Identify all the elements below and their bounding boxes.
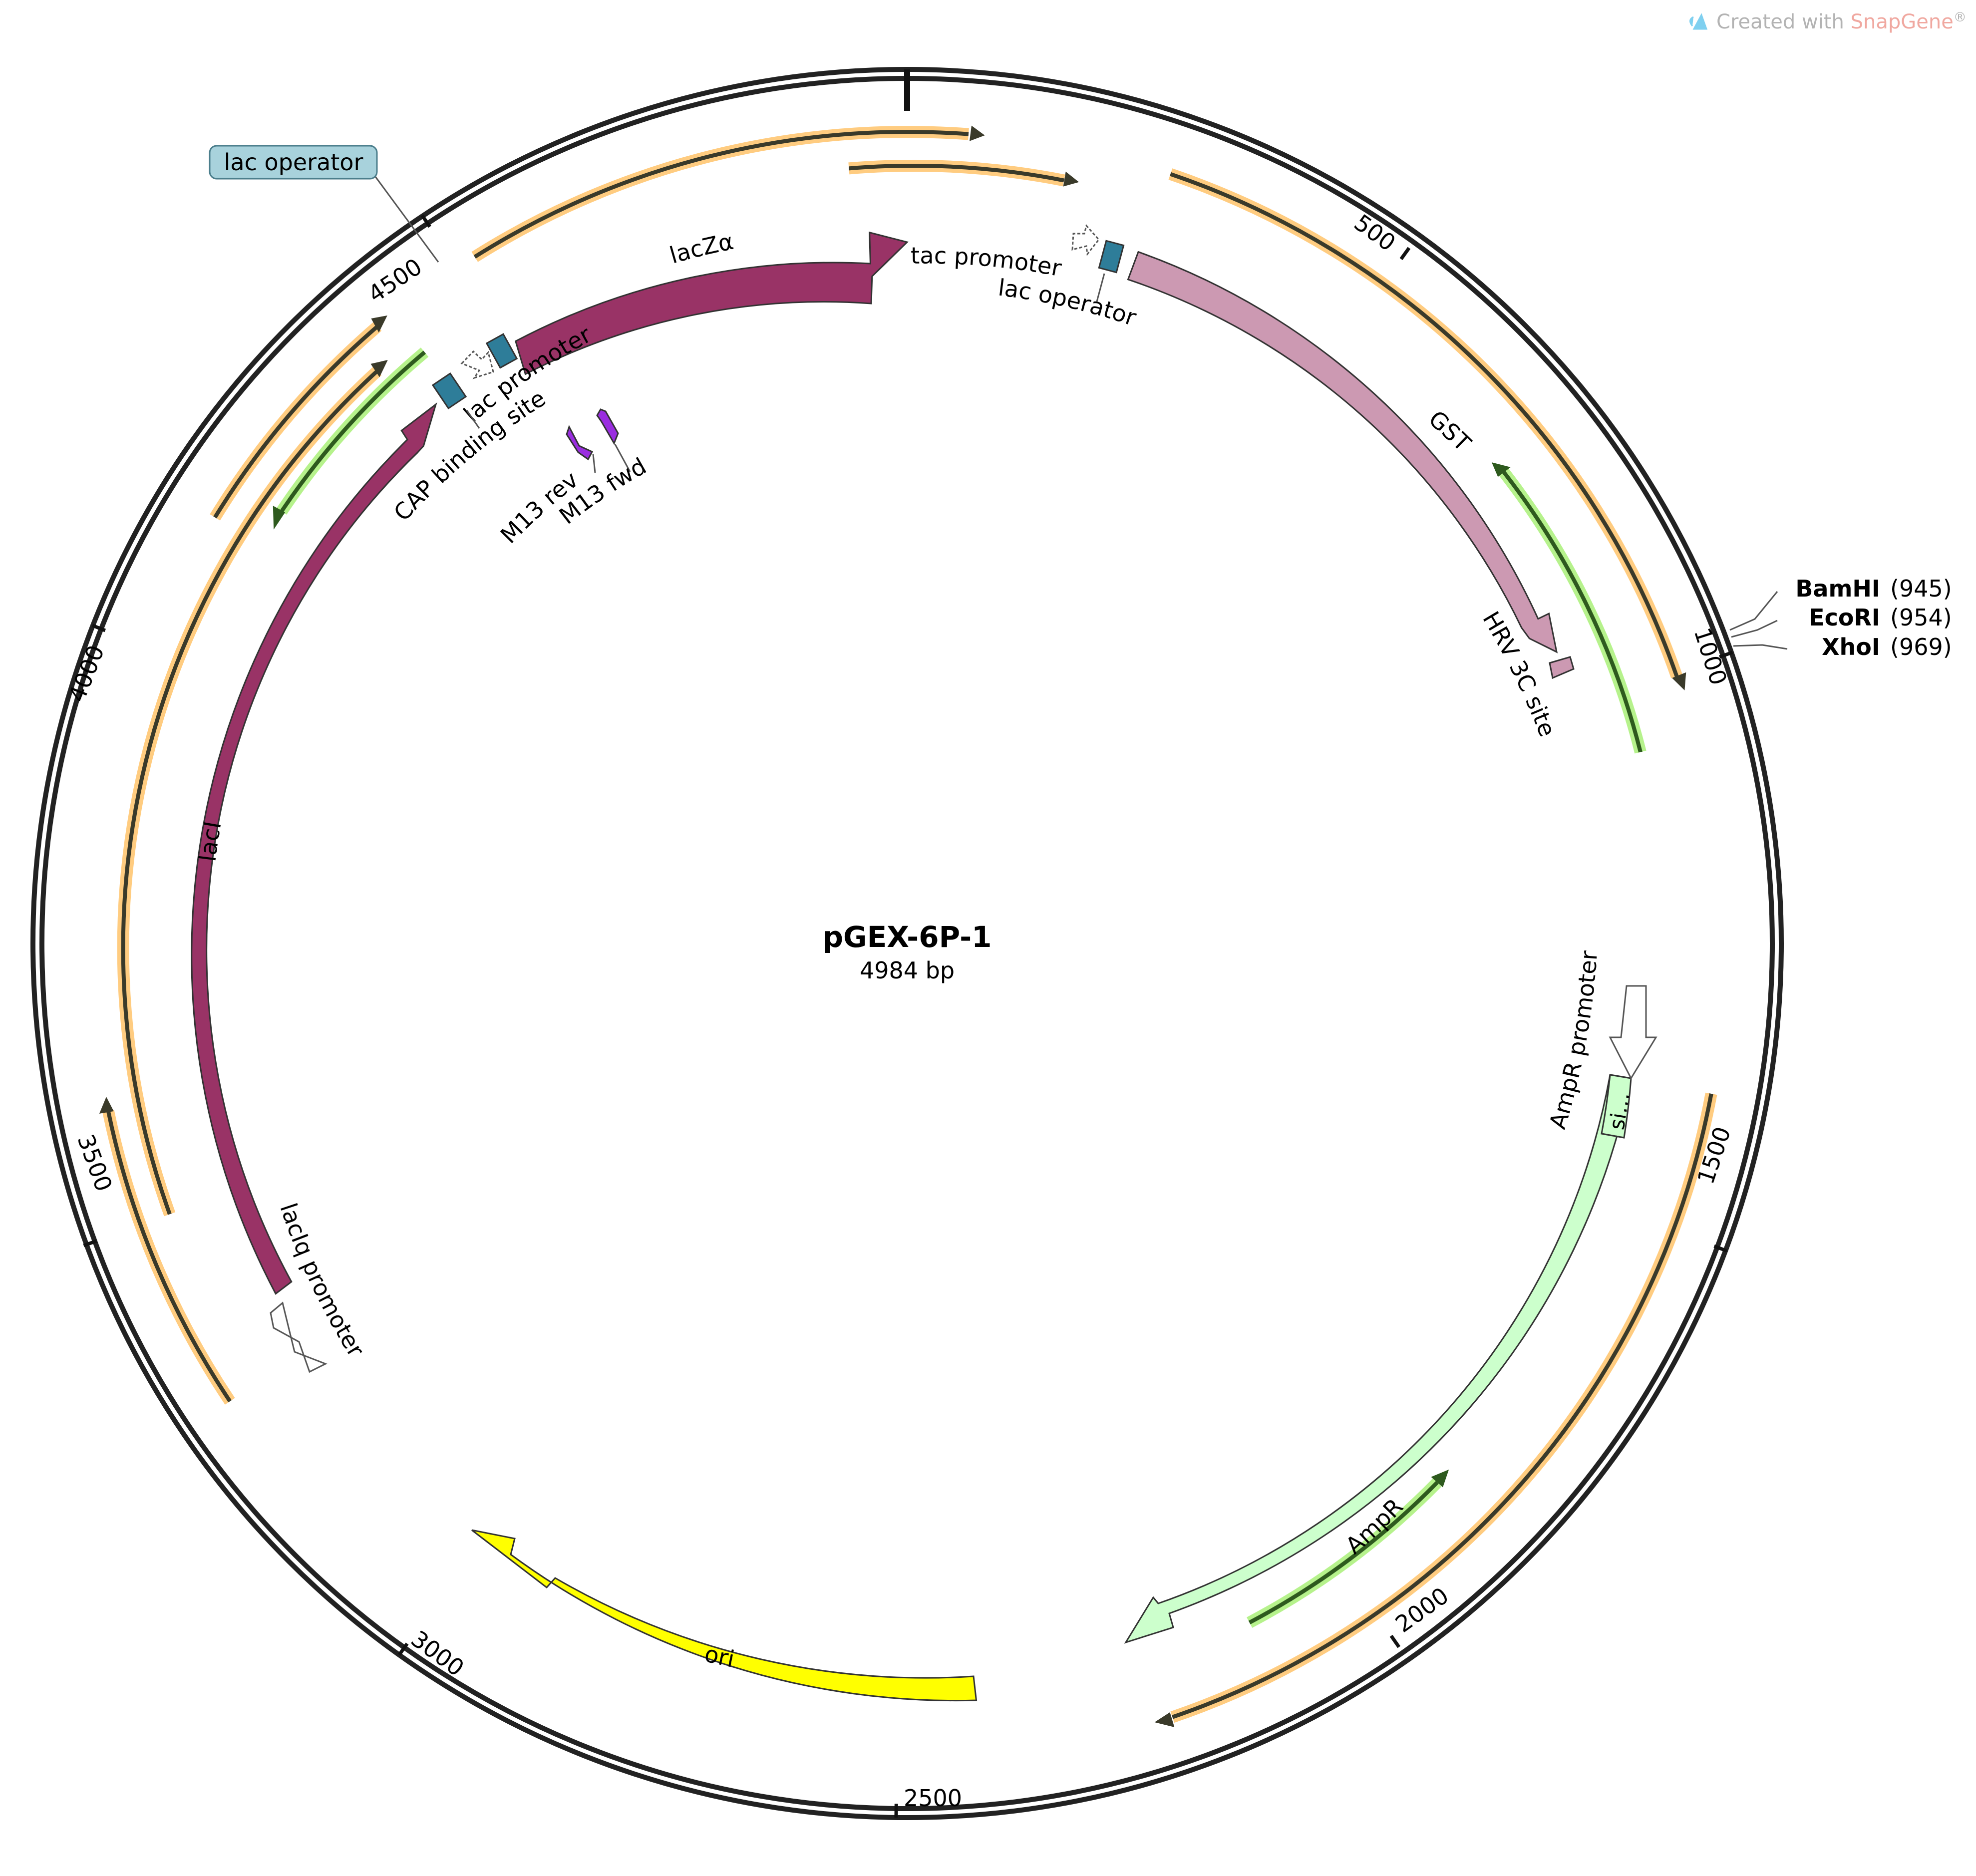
feature-lac-operator-1[interactable] [485,333,518,369]
orf-arc-lower-right-arrowhead [1154,1712,1175,1727]
feature-lacza-label: lacZα [666,228,736,269]
svg-text:Created with SnapGene®: Created with SnapGene® [1716,10,1967,33]
feature-gst[interactable]: GST [1127,251,1558,653]
lac-operator-callout[interactable]: lac operator [209,145,439,263]
feature-tac-promoter[interactable]: tac promoter [911,224,1100,282]
restriction-site-xhoi-position: (969) [1890,633,1952,660]
feature-laci[interactable]: lacI [191,402,437,1295]
feature-tac-promoter-label: tac promoter [911,242,1064,282]
primer-arc-bottom-right-arrowhead [1431,1469,1449,1488]
restriction-site-ecori[interactable]: EcoRI (954) [1731,604,1952,638]
orf-arc-left-long [117,360,388,1217]
feature-ori[interactable]: ori [471,1529,978,1702]
restriction-site-ecori-name: EcoRI [1809,604,1880,631]
orf-arc-lower-right [1154,1092,1717,1727]
snapgene-logo-icon [1689,13,1708,30]
orf-arc-left-long-arrowhead [370,360,388,377]
feature-gst-label: GST [1423,405,1476,457]
primer-arc-right [1491,462,1647,754]
branding-product: SnapGene [1851,10,1954,33]
restriction-site-bamhi[interactable]: BamHI (945) [1729,575,1952,631]
feature-m13-rev[interactable]: M13 rev [495,425,596,549]
tick-label-3000: 3000 [406,1625,469,1681]
feature-ampr-promoter[interactable]: AmpR promoter [1544,950,1657,1132]
restriction-site-bamhi-name: BamHI [1795,575,1880,602]
orf-arc-top-1-arrowhead [969,125,985,141]
tick-label-2500: 2500 [904,1785,962,1812]
primer-arc-right-arrowhead [1491,462,1511,477]
branding-mark: ® [1954,10,1967,25]
feature-ampr[interactable]: AmpR [1124,1074,1632,1644]
restriction-site-xhoi-name: XhoI [1822,633,1880,660]
primer-arc-left [273,347,429,530]
plasmid-length: 4984 bp [860,957,955,984]
orf-arc-top-2-arrowhead [1063,171,1079,187]
orf-arc-upper-left [210,315,387,521]
tick-2500: 2500 [894,1785,962,1818]
branding-prefix: Created with [1716,10,1851,33]
feature-ori-label: ori [702,1640,737,1673]
orf-arcs [99,125,1717,1727]
orf-arc-right [1168,168,1686,690]
lac-operator-callout-box [209,145,378,180]
primer-arc-bottom-right [1247,1469,1449,1628]
restriction-sites: BamHI (945) EcoRI (954) XhoI (969) [1729,575,1952,660]
feature-signal-peptide-label: si… [1604,1090,1634,1131]
primer-arcs [273,347,1647,1628]
feature-lac-operator-2-label: lac operator [996,274,1139,331]
orf-arc-upper-left-arrowhead [371,315,387,333]
plasmid-name: pGEX-6P-1 [822,920,991,954]
backbone [30,67,1784,1820]
primer-arc-left-arrowhead [273,506,286,530]
orf-arc-top-2 [848,160,1079,187]
plasmid-title: pGEX-6P-1 4984 bp [822,920,991,984]
orf-arc-top-1 [471,125,985,262]
restriction-site-ecori-position: (954) [1890,604,1952,631]
orf-arc-right-arrowhead [1672,672,1686,690]
restriction-site-xhoi[interactable]: XhoI (969) [1733,633,1952,660]
restriction-site-bamhi-position: (945) [1890,575,1952,602]
orf-arc-lower-left [99,1097,235,1405]
branding: Created with SnapGene® [1689,10,1967,33]
feature-signal-peptide[interactable]: si… [1601,1074,1635,1139]
feature-ampr-promoter-label: AmpR promoter [1544,950,1603,1132]
orf-arc-lower-left-arrowhead [99,1097,114,1114]
feature-laci-label: lacI [194,819,226,863]
tick-label-4000: 4000 [63,641,110,706]
lac-operator-callout-label: lac operator [224,149,363,176]
